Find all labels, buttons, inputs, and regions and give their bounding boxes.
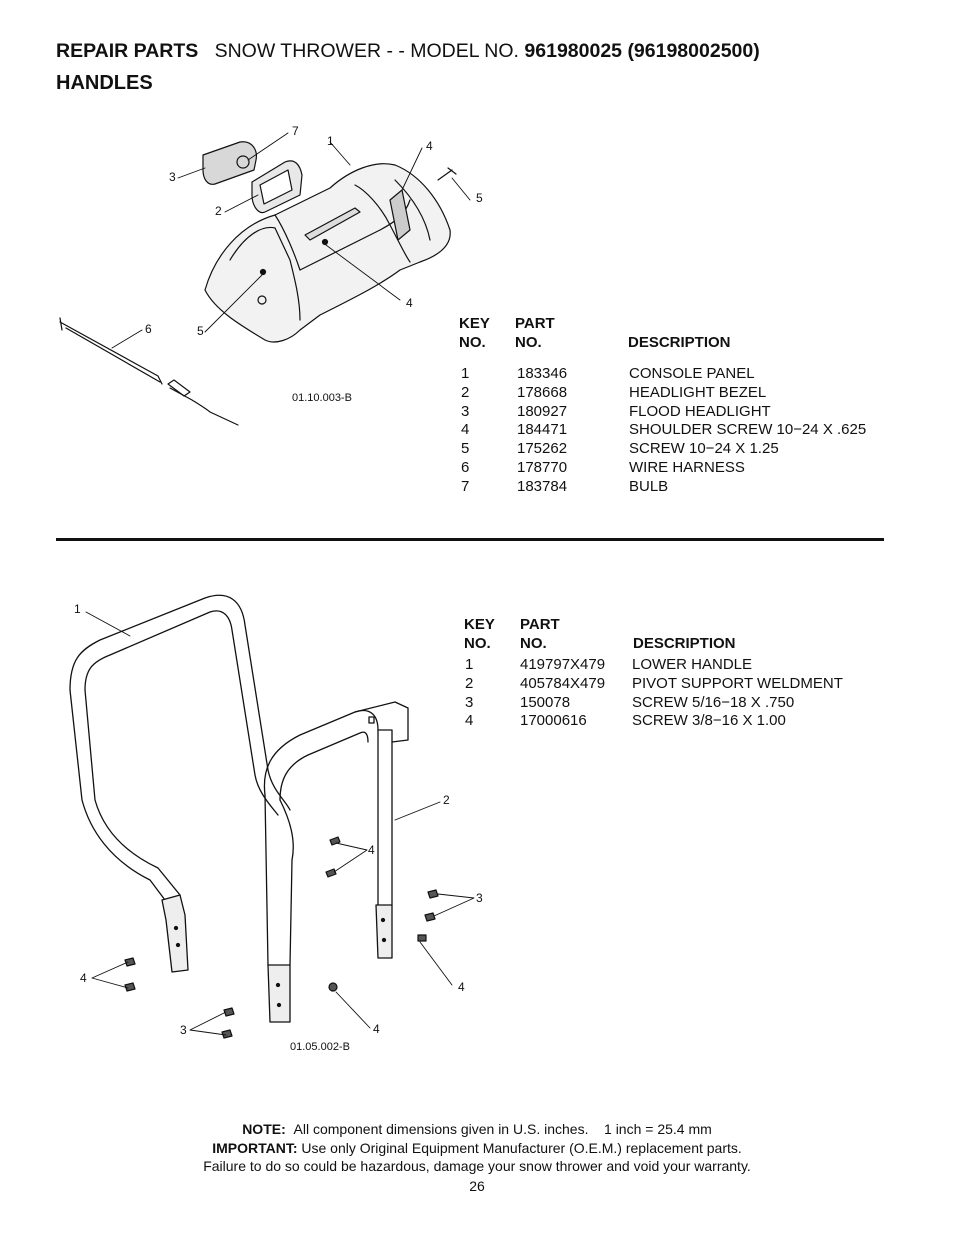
figure1-id: 01.10.003-B — [292, 392, 352, 404]
col-key-line2: NO. — [464, 634, 491, 652]
section-title: HANDLES — [56, 72, 153, 94]
key-no: 4 — [465, 712, 474, 730]
part-no: 405784X479 — [520, 675, 606, 693]
callout-3-lower: 3 — [180, 1023, 187, 1037]
footer-note: NOTE: All component dimensions given in … — [0, 1120, 954, 1176]
key-no: 7 — [461, 477, 470, 495]
description: SCREW 10−24 X 1.25 — [629, 440, 779, 458]
description: HEADLIGHT BEZEL — [629, 384, 767, 402]
key-no: 3 — [461, 402, 470, 420]
callout-3: 3 — [169, 170, 176, 184]
callout-5: 5 — [476, 191, 483, 205]
pivot-support-drawing — [263, 701, 409, 1023]
col-part-line1: PART — [520, 616, 560, 633]
part-no: 17000616 — [520, 712, 587, 730]
part-no: 183346 — [517, 365, 568, 383]
description: WIRE HARNESS — [629, 458, 745, 476]
model-number: 961980025 — [524, 40, 623, 62]
title-text: SNOW THROWER - - MODEL NO. — [214, 40, 519, 62]
description: SCREW 5/16−18 X .750 — [632, 693, 795, 711]
description: LOWER HANDLE — [632, 656, 753, 674]
callout-2: 2 — [443, 793, 450, 807]
description: BULB — [629, 477, 669, 495]
repair-parts-label: REPAIR PARTS — [56, 40, 199, 62]
part-no: 150078 — [520, 693, 571, 711]
callout-1: 1 — [74, 602, 81, 616]
part-no: 183784 — [517, 477, 568, 495]
callout-2: 2 — [215, 204, 222, 218]
callout-4-left: 4 — [80, 971, 87, 985]
part-no: 180927 — [517, 402, 568, 420]
important-text: Use only Original Equipment Manufacturer… — [301, 1139, 742, 1156]
part-no: 178668 — [517, 384, 568, 402]
col-key-line2: NO. — [459, 333, 486, 351]
lower-handle-drawing — [69, 594, 291, 973]
model-alt-number: (96198002500) — [627, 40, 760, 62]
callout-3: 3 — [476, 891, 483, 905]
key-no: 4 — [461, 421, 470, 439]
callout-4: 4 — [426, 139, 433, 153]
key-no: 1 — [465, 656, 474, 674]
key-no: 1 — [461, 365, 470, 383]
callout-4-right: 4 — [458, 980, 465, 994]
part-no: 184471 — [517, 421, 568, 439]
description: SHOULDER SCREW 10−24 X .625 — [629, 421, 867, 439]
page-number: 26 — [469, 1178, 485, 1194]
callout-6: 6 — [145, 322, 152, 336]
col-part-line2: NO. — [515, 333, 542, 351]
key-no: 2 — [465, 675, 474, 693]
callout-1: 1 — [327, 134, 334, 148]
col-description: DESCRIPTION — [633, 634, 736, 652]
part-no: 178770 — [517, 458, 568, 476]
part-no: 175262 — [517, 440, 568, 458]
key-no: 5 — [461, 440, 470, 458]
console-panel-drawing — [59, 141, 457, 426]
description: SCREW 3/8−16 X 1.00 — [632, 712, 786, 730]
callout-4-lower: 4 — [373, 1022, 380, 1036]
figure1-leaders — [111, 132, 471, 349]
description: PIVOT SUPPORT WELDMENT — [632, 675, 843, 693]
section-divider — [56, 538, 884, 541]
note-text: All component dimensions given in U.S. i… — [293, 1121, 712, 1137]
callout-4: 4 — [368, 843, 375, 857]
col-key-line1: KEY — [459, 315, 490, 332]
key-no: 3 — [465, 693, 474, 711]
callout-4-lower: 4 — [406, 296, 413, 310]
description: FLOOD HEADLIGHT — [629, 402, 771, 420]
note-label: NOTE: — [242, 1121, 286, 1137]
col-part-line2: NO. — [520, 634, 547, 652]
description: CONSOLE PANEL — [629, 365, 755, 383]
callout-7: 7 — [292, 124, 299, 138]
page-title: REPAIR PARTS SNOW THROWER - - MODEL NO. … — [56, 40, 760, 63]
part-no: 419797X479 — [520, 656, 606, 674]
important-label: IMPORTANT: — [212, 1139, 298, 1156]
callout-5-lower: 5 — [197, 324, 204, 338]
figure2-id: 01.05.002-B — [290, 1041, 350, 1053]
key-no: 6 — [461, 458, 470, 476]
col-description: DESCRIPTION — [628, 333, 731, 351]
col-key-line1: KEY — [464, 616, 495, 633]
warning-text: Failure to do so could be hazardous, dam… — [203, 1158, 751, 1174]
col-part-line1: PART — [515, 315, 555, 332]
figure2-leaders — [85, 611, 475, 1036]
key-no: 2 — [461, 384, 470, 402]
